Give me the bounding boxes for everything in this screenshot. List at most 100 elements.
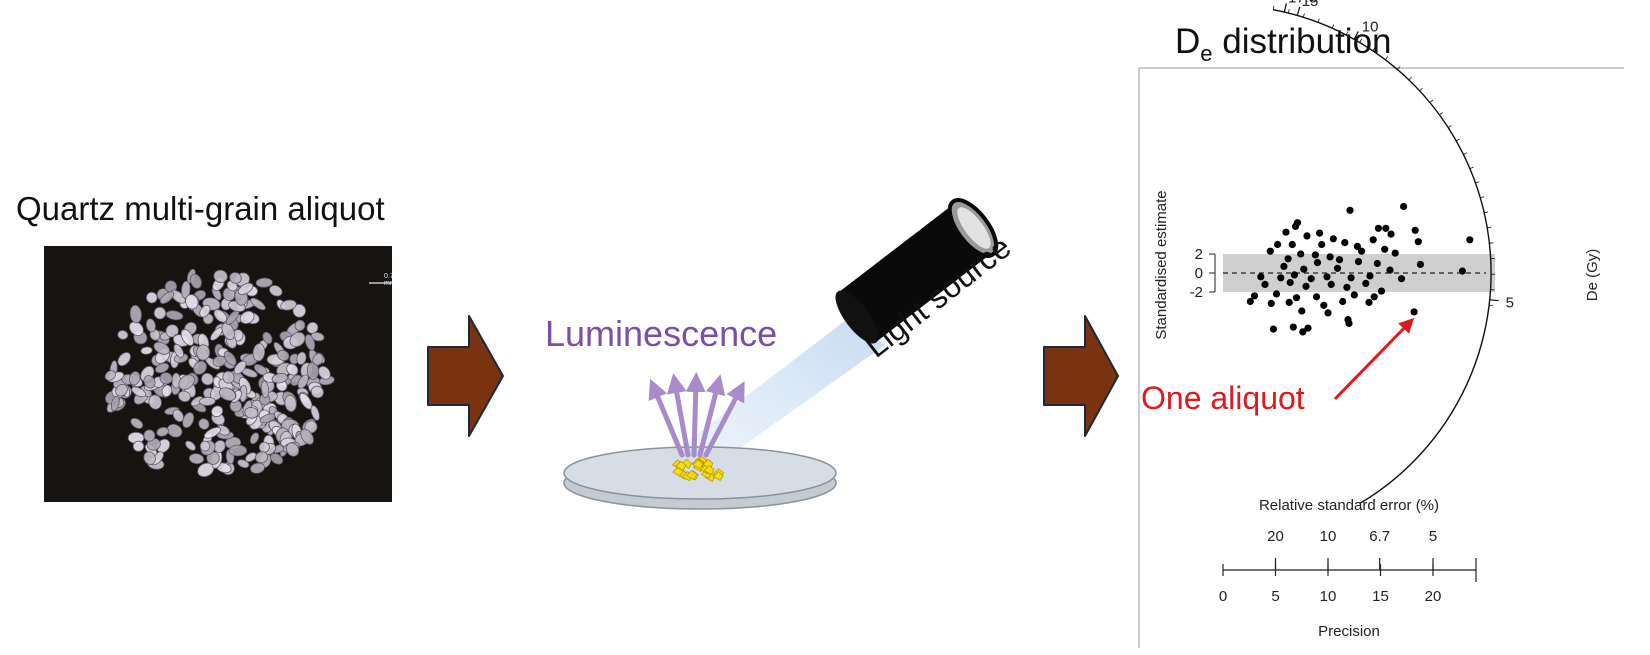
flow-arrow-1 xyxy=(427,315,504,437)
quartz-grain xyxy=(277,349,290,361)
de-tick-label: 10 xyxy=(1362,18,1379,35)
data-point xyxy=(1358,247,1366,255)
quartz-grain xyxy=(173,343,184,358)
quartz-grain xyxy=(145,318,156,333)
title-rest: distribution xyxy=(1212,22,1392,61)
quartz-grain xyxy=(286,442,300,457)
quartz-grain xyxy=(211,405,224,418)
sample-title: Quartz multi-grain aliquot xyxy=(16,190,385,227)
data-point xyxy=(1324,309,1332,317)
quartz-grain xyxy=(178,374,195,390)
de-minor-tick xyxy=(1345,31,1349,36)
de-minor-tick xyxy=(1429,99,1434,103)
quartz-grain xyxy=(260,380,269,398)
data-point xyxy=(1410,308,1418,316)
data-point xyxy=(1292,294,1301,302)
de-major-tick xyxy=(1283,3,1287,13)
quartz-grain xyxy=(222,370,235,384)
data-point xyxy=(1466,236,1474,244)
rse-tick-label: 10 xyxy=(1320,528,1337,545)
data-point xyxy=(1333,264,1342,272)
data-point xyxy=(1327,280,1335,288)
data-point xyxy=(1288,240,1296,249)
quartz-grain xyxy=(237,282,254,295)
data-point xyxy=(1350,291,1358,299)
quartz-grain xyxy=(239,310,255,325)
quartz-grain xyxy=(156,426,169,437)
disc-grain xyxy=(686,470,698,481)
data-point xyxy=(1285,298,1293,306)
aliquot-photo: 0.7 mm xyxy=(44,246,392,502)
rse-axis-label: Relative standard error (%) xyxy=(1259,497,1439,514)
de-axis-label: De (Gy) xyxy=(1584,249,1601,302)
quartz-grain xyxy=(269,285,283,297)
data-point xyxy=(1335,256,1344,264)
data-point xyxy=(1284,255,1292,263)
data-point xyxy=(1369,236,1377,244)
quartz-grain xyxy=(115,383,128,397)
scale-bar-label: 0.7 mm xyxy=(384,273,392,287)
data-point xyxy=(1414,238,1422,246)
de-minor-tick xyxy=(1463,152,1468,155)
de-minor-tick xyxy=(1447,125,1452,128)
precision-axis-label: Precision xyxy=(1318,623,1380,640)
de-major-tick xyxy=(1489,299,1499,302)
quartz-grain xyxy=(172,409,184,423)
de-minor-tick xyxy=(1489,242,1494,244)
data-point xyxy=(1374,224,1382,232)
de-minor-tick xyxy=(1317,18,1320,23)
quartz-grain xyxy=(190,273,202,289)
data-point xyxy=(1386,266,1394,274)
quartz-grain xyxy=(201,372,214,386)
quartz-grain xyxy=(159,291,175,304)
de-minor-tick xyxy=(1480,196,1485,199)
data-point xyxy=(1286,278,1294,287)
data-point xyxy=(1416,260,1424,268)
data-point xyxy=(1329,235,1337,243)
quartz-grain xyxy=(199,396,216,406)
data-point xyxy=(1365,298,1373,306)
quartz-grain xyxy=(129,321,144,336)
title-subscript: e xyxy=(1200,41,1213,66)
flow-arrow-2 xyxy=(1043,315,1119,437)
data-point xyxy=(1316,229,1324,237)
data-point xyxy=(1311,251,1319,259)
quartz-grain xyxy=(188,453,205,465)
data-point xyxy=(1257,273,1265,281)
y-tick-label: 2 xyxy=(1195,246,1203,263)
quartz-grain xyxy=(165,324,179,338)
quartz-grain xyxy=(304,334,316,351)
data-point xyxy=(1326,253,1334,261)
quartz-grain xyxy=(296,351,307,365)
light-beam xyxy=(664,317,885,478)
disc-grain xyxy=(712,470,724,482)
data-point xyxy=(1354,258,1363,266)
de-tick-label: 17.8 xyxy=(1288,0,1317,7)
quartz-grain xyxy=(213,439,226,453)
de-minor-tick xyxy=(1372,47,1376,52)
data-point xyxy=(1353,242,1361,250)
de-minor-tick xyxy=(1419,87,1423,92)
callout-arrow xyxy=(1333,317,1415,401)
quartz-grain xyxy=(196,344,211,361)
quartz-grain xyxy=(110,395,120,412)
data-point xyxy=(1345,319,1353,327)
data-point xyxy=(1347,274,1355,282)
quartz-grain xyxy=(161,384,173,398)
quartz-grain xyxy=(250,462,265,474)
data-point xyxy=(1297,250,1305,258)
disc-grain xyxy=(672,466,684,477)
de-minor-tick xyxy=(1302,13,1305,18)
quartz-grain xyxy=(292,303,307,318)
disc-grain xyxy=(675,460,687,471)
quartz-grain xyxy=(310,405,320,421)
data-point xyxy=(1381,245,1389,253)
quartz-grain xyxy=(237,459,250,469)
data-point xyxy=(1303,232,1311,240)
data-point xyxy=(1339,297,1347,306)
quartz-grain xyxy=(219,387,236,402)
data-point xyxy=(1397,275,1406,283)
data-point xyxy=(1400,202,1408,211)
one-aliquot-callout: One aliquot xyxy=(1141,380,1305,416)
